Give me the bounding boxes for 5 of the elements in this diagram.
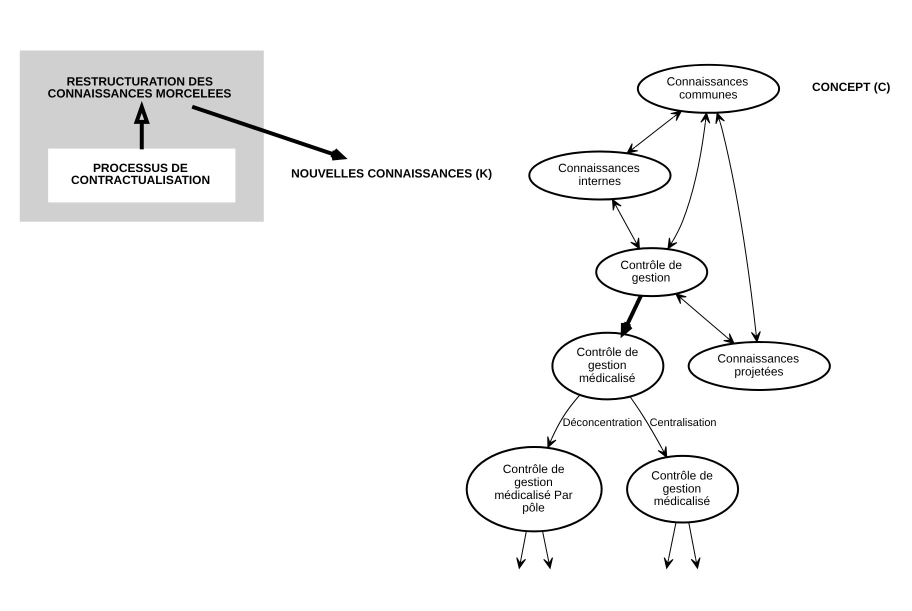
edge-label: Centralisation: [650, 416, 717, 428]
node-text: NOUVELLES CONNAISSANCES (K): [291, 166, 492, 180]
node-text: RESTRUCTURATION DES CONNAISSANCES MORCELEES: [48, 74, 232, 100]
edge-label: Déconcentration: [562, 416, 642, 428]
label: CONCEPT (C): [812, 79, 890, 94]
